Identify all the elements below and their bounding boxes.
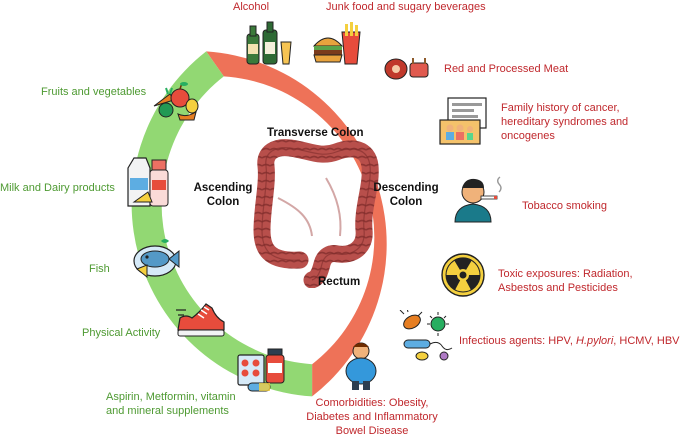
transverse-colon-label: Transverse Colon bbox=[267, 127, 364, 139]
ascending-colon-label: Ascending Colon bbox=[193, 182, 253, 208]
risk-label-junk-food: Junk food and sugary beverages bbox=[326, 1, 486, 13]
protective-label-supplements: Aspirin, Metformin, vitamin and mineral … bbox=[106, 391, 236, 417]
junk-food-icon bbox=[312, 22, 362, 66]
protective-label-physical-activity: Physical Activity bbox=[82, 327, 161, 339]
fish-icon bbox=[131, 235, 183, 283]
risk-label-family-history: Family history of cancer, hereditary syn… bbox=[501, 102, 629, 142]
dairy-icon bbox=[124, 150, 172, 208]
colon-illustration bbox=[238, 138, 388, 288]
alcohol-bottles-icon bbox=[243, 20, 295, 66]
infectious-prefix: Infectious agents: HPV, bbox=[459, 335, 576, 347]
meat-icon bbox=[382, 53, 432, 83]
running-shoe-icon bbox=[176, 300, 226, 340]
protective-label-fish: Fish bbox=[89, 263, 110, 275]
radiation-icon bbox=[440, 252, 486, 298]
risk-label-tobacco: Tobacco smoking bbox=[522, 200, 607, 212]
protective-label-dairy: Milk and Dairy products bbox=[0, 182, 115, 194]
risk-label-toxic-exposures: Toxic exposures: Radiation, Asbestos and… bbox=[498, 268, 633, 294]
fruits-vegetables-icon bbox=[152, 76, 200, 122]
infectious-italic: H.pylori bbox=[576, 335, 614, 347]
smoking-icon bbox=[453, 174, 505, 224]
risk-label-infectious-agents: Infectious agents: HPV, H.pylori, HCMV, … bbox=[459, 334, 680, 348]
descending-colon-label: Descending Colon bbox=[373, 182, 439, 208]
medication-icon bbox=[234, 347, 286, 393]
risk-factor-arc bbox=[206, 51, 387, 397]
family-history-icon bbox=[438, 96, 490, 146]
protective-label-fruits: Fruits and vegetables bbox=[41, 86, 147, 98]
risk-label-red-meat: Red and Processed Meat bbox=[444, 63, 569, 75]
rectum-label: Rectum bbox=[318, 276, 361, 288]
risk-label-comorbidities: Comorbidities: Obesity, Diabetes and Inf… bbox=[306, 397, 438, 437]
risk-label-alcohol: Alcohol bbox=[233, 1, 270, 13]
infectious-suffix: , HCMV, HBV bbox=[613, 335, 680, 347]
obesity-icon bbox=[343, 341, 379, 391]
microbes-icon bbox=[398, 310, 454, 362]
